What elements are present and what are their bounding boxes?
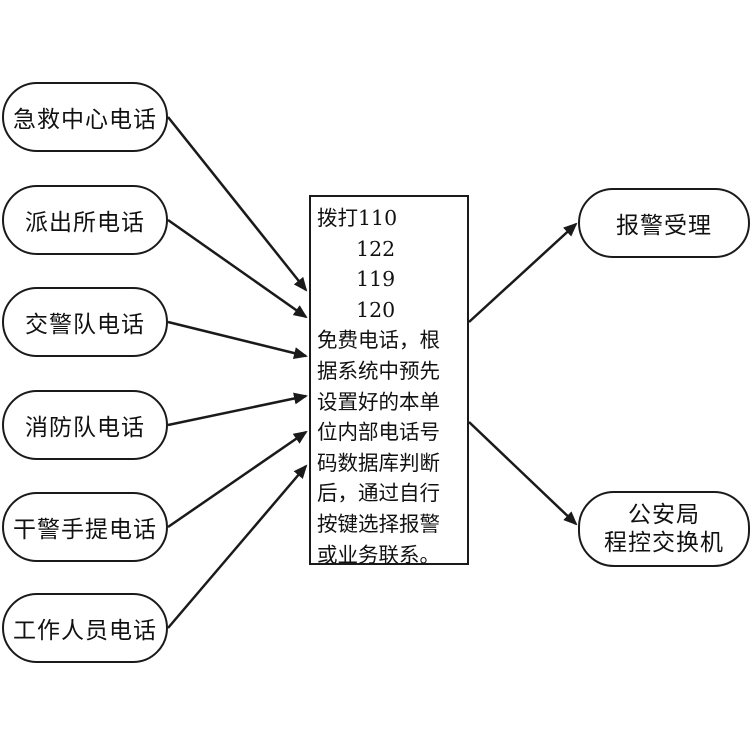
node-alarm-acceptance: 报警受理 xyxy=(578,188,750,258)
center-line: 119 xyxy=(317,267,396,292)
center-line: 设置好的本单 xyxy=(317,389,440,414)
node-traffic-police-phone: 交警队电话 xyxy=(2,287,168,357)
node-label-group: 公安局 程控交换机 xyxy=(604,501,724,557)
node-label: 派出所电话 xyxy=(25,210,145,236)
node-label: 急救中心电话 xyxy=(13,107,157,133)
arrow-center-to-exchange xyxy=(468,421,578,526)
node-public-security-exchange: 公安局 程控交换机 xyxy=(578,491,750,567)
center-line: 或业务联系。 xyxy=(317,542,440,567)
center-line: 拨打110 xyxy=(317,206,398,230)
node-officer-mobile-phone: 干警手提电话 xyxy=(2,492,168,562)
node-police-station-phone: 派出所电话 xyxy=(2,185,168,255)
node-label-line: 公安局 xyxy=(628,502,700,528)
center-line: 码数据库判断 xyxy=(317,450,440,475)
center-process-box: 拨打110 122 119 120 免费电话，根 据系统中预先 设置好的本单 位… xyxy=(309,195,469,567)
center-line: 位内部电话号 xyxy=(317,420,440,445)
center-line: 据系统中预先 xyxy=(317,358,440,383)
center-line: 按键选择报警 xyxy=(317,511,440,536)
center-line: 免费电话，根 xyxy=(317,328,440,353)
arrow-emergency-to-center xyxy=(167,116,308,292)
center-line: 120 xyxy=(317,297,396,322)
node-label: 交警队电话 xyxy=(25,312,145,338)
center-line: 122 xyxy=(317,236,396,261)
center-line: 后，通过自行 xyxy=(317,481,440,506)
node-staff-phone: 工作人员电话 xyxy=(2,593,168,663)
arrow-center-to-alarm xyxy=(468,222,578,323)
arrow-police-station-to-center xyxy=(167,218,308,319)
arrow-fire-to-center xyxy=(167,392,308,427)
arrow-officer-mobile-to-center xyxy=(167,430,308,529)
node-label: 报警受理 xyxy=(616,213,712,239)
node-label-line: 程控交换机 xyxy=(604,530,724,556)
node-fire-brigade-phone: 消防队电话 xyxy=(2,390,168,460)
node-label: 消防队电话 xyxy=(25,415,145,441)
arrow-staff-to-center xyxy=(167,464,308,629)
node-label: 工作人员电话 xyxy=(13,618,157,644)
node-label: 干警手提电话 xyxy=(13,517,157,543)
arrow-traffic-police-to-center xyxy=(167,320,308,359)
node-emergency-center-phone: 急救中心电话 xyxy=(2,82,168,152)
